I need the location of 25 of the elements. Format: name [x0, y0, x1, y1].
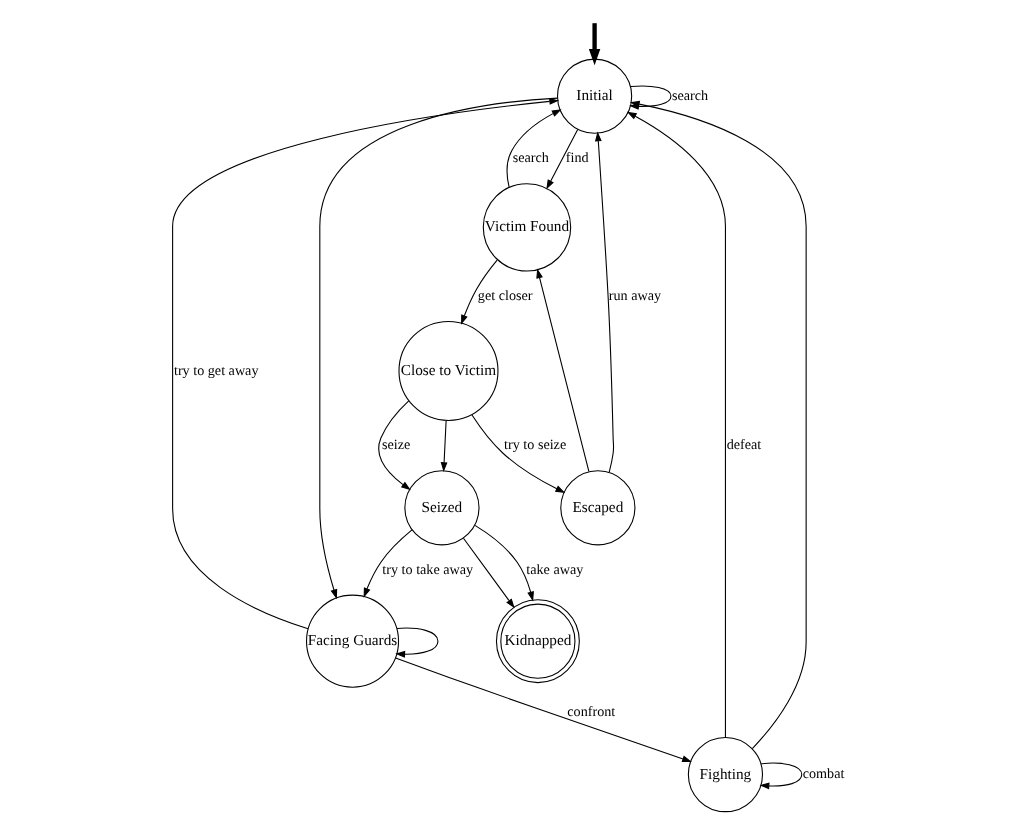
node-circle: Victim Found: [482, 182, 572, 271]
arrow: [440, 419, 448, 472]
arrow: [319, 96, 559, 599]
node-circle: Initial: [556, 57, 633, 133]
arrow: [471, 413, 566, 492]
node-circle: Seized: [404, 469, 480, 545]
arrow: [546, 127, 579, 189]
node-circle: Close to Victim: [398, 319, 499, 420]
arrow: [395, 656, 692, 762]
node-circle: Escaped: [560, 469, 636, 545]
arrow: [759, 761, 803, 789]
arrow: [395, 626, 439, 657]
node-circle: Facing Guards: [306, 593, 400, 687]
arrow: [462, 536, 515, 608]
arrow: [506, 108, 562, 187]
arrow: [474, 523, 534, 601]
node-circle: Fighting: [687, 735, 764, 812]
arrow: [536, 267, 590, 471]
arrow: [461, 258, 498, 324]
arrow: [588, 22, 601, 65]
arrow: [594, 130, 615, 472]
arrow: [378, 399, 411, 490]
arrow: [172, 97, 560, 629]
arrow: [626, 110, 726, 737]
arrow: [363, 528, 413, 597]
